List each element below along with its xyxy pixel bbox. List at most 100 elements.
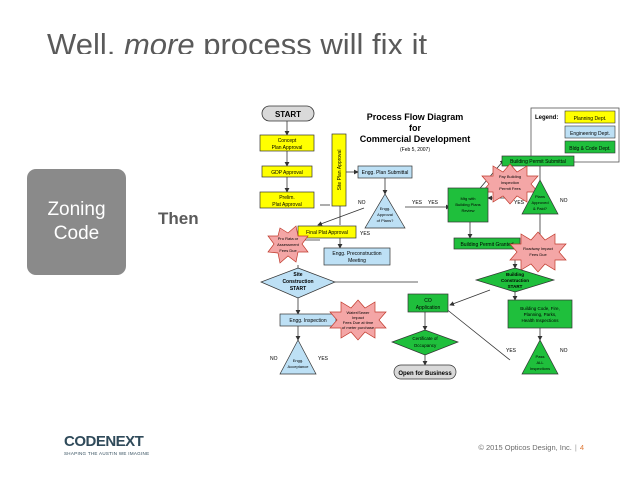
roadway-impact-burst [509,231,567,273]
title-emphasis: more [123,28,195,54]
water-4: of meter purchase [342,325,375,330]
plans-approved-decision [521,179,559,215]
bp-granted-box [453,237,521,250]
water-1: Water/Sewer [347,310,371,315]
water-2: Impact [352,315,365,320]
prorata-2: Assessment [277,242,300,247]
prorata-fees-burst [267,225,309,264]
site-construction-node [260,267,336,299]
co-1: CO [424,298,432,304]
plans-review-box [447,187,489,223]
page-number: 4 [579,443,584,452]
building-1: Building [506,272,524,277]
site-plan-box [331,133,347,207]
certificate-occupancy-node [391,329,459,356]
engg-approval-1: Engg. [380,206,390,211]
pass-3: Inspections [530,366,550,371]
start-label: START [275,110,301,119]
prelim-plat-box [259,191,315,209]
mtg-1: Mtg with [461,196,476,201]
process-flow-diagram: Process Flow Diagram for Commercial Deve… [240,90,625,410]
co-application-box [407,293,449,313]
prelim-line-1: Prelim. [279,195,295,201]
pass-yes: YES [506,348,517,354]
engg-precon-box [323,247,391,266]
building-2: Construction [501,278,529,283]
legend-bldg: Bldg & Code Dept. [569,146,610,152]
bp-submittal-label: Building Permit Submittal [510,159,566,165]
pay-3: Permit Fees [499,186,521,191]
engg-precon-1: Engg. Preconstruction [332,251,381,257]
engg-plan-submittal-label: Engg. Plan Submittal [362,170,409,176]
cert-2: Occupancy [414,343,437,348]
diagram-date: (Feb 5, 2007) [400,147,430,153]
bp-submittal-box [501,155,575,167]
then-label: Then [158,209,199,228]
plans-3: & Paid? [533,206,548,211]
diagram-title-3: Commercial Development [360,134,471,144]
plans-1: Plans [535,194,545,199]
engg-inspection-box [279,313,337,327]
building-3: START [508,284,523,289]
final-plat-yes: YES [360,231,371,237]
prorata-3: Fees Due [279,248,297,253]
logo-next: NEXT [105,433,144,450]
legend-engineering: Engineering Dept. [570,131,610,137]
concept-plan-box [259,134,315,152]
slide-title: Well, more process will fix it [47,28,427,54]
pass-1: Pass [536,354,545,359]
site-con-1: Site [293,272,302,278]
engg-approval-2: Approval [377,212,393,217]
zoning-line-1: Zoning [47,199,106,221]
legend-planning: Planning Dept. [574,116,607,122]
engg-inspection-label: Engg. Inspection [289,318,326,324]
engg-approval-no: NO [358,200,366,206]
bldg-code-1: Building Code, Fire, [520,306,560,311]
diagram-title-2: for [409,123,421,133]
plans-2: Approved [531,200,548,205]
mtg-3: Review [461,208,474,213]
plans-yes: YES [514,200,525,206]
engg-approval-yes: YES [412,200,423,206]
engg-plan-submittal-box [357,165,413,179]
legend-bldg-swatch [564,140,616,154]
legend-planning-swatch [564,110,616,124]
footer-copyright-area: © 2015 Opticos Design, Inc.|4 [478,443,584,452]
cert-1: Certificate of [412,336,438,341]
codenext-logo: CODENEXT SHAPING THE AUSTIN WE IMAGINE [64,434,149,456]
footer-divider: | [574,443,577,452]
gdp-label: GDP Approval [271,170,303,176]
pass-inspections-decision [521,339,559,375]
engg-accept-yes: YES [318,356,329,362]
legend-title: Legend: [535,115,558,121]
water-sewer-burst [329,299,387,341]
prorata-1: Pro Rata or [278,236,299,241]
co-2: Application [416,305,441,311]
mtg-2: Building Plans [455,202,480,207]
plans-no: NO [560,198,568,204]
pay-2: Inspection [501,180,519,185]
pass-no: NO [560,348,568,354]
final-plat-box [297,225,357,239]
pay-1: Pay Building [499,174,521,179]
concept-line-2: Plan Approval [272,145,303,151]
water-3: Fees Due at time [343,320,374,325]
engg-approval-decision [364,193,406,229]
bp-granted-label: Building Permit Granted [460,242,513,248]
building-construction-node [474,267,556,293]
zoning-code-box: Zoning Code [27,169,126,275]
start-node [261,105,315,122]
site-plan-label: Site Plan Approval [337,150,343,191]
review-yes: YES [428,200,439,206]
legend-engineering-swatch [564,125,616,139]
pass-2: ALL [536,360,544,365]
zoning-line-2: Code [53,223,100,244]
prelim-line-2: Plat Approval [272,202,301,208]
bldg-code-3: Health Inspections [521,318,559,323]
logo-tagline: SHAPING THE AUSTIN WE IMAGINE [64,451,150,456]
engg-accept-no: NO [270,356,278,362]
title-part-3: process will fix it [194,28,428,54]
open-business-label: Open for Business [398,371,452,377]
roadway-2: Fees Due [529,252,547,257]
site-con-2: Construction [282,279,313,285]
